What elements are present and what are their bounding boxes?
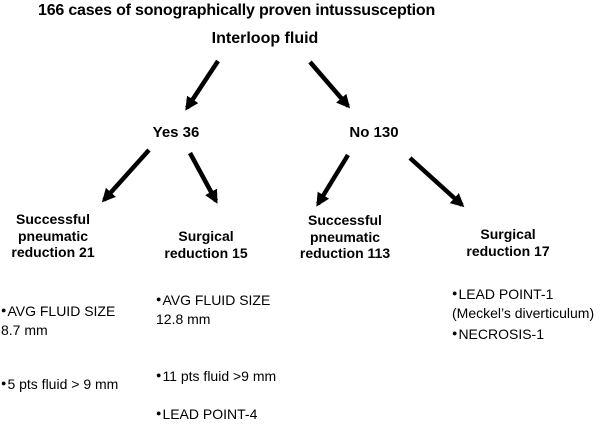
- leaf-label-line: Successful: [308, 212, 382, 228]
- leaf-label-line: reduction 15: [164, 244, 248, 261]
- note-line: ●5 pts fluid > 9 mm: [1, 374, 118, 394]
- note-line: ●AVG FLUID SIZE: [1, 301, 115, 321]
- node-successful-pneumatic-reduction-21: Successful pneumatic reduction 21: [11, 211, 94, 261]
- list-item: ●5 pts fluid > 9 mm: [1, 374, 118, 394]
- bullet-icon: ●: [1, 378, 7, 388]
- note-text: NECROSIS-1: [458, 326, 545, 342]
- list-item: ●AVG FLUID SIZE 12.8 mm: [156, 290, 270, 329]
- note-line: 12.8 mm: [156, 310, 270, 329]
- node-surgical-reduction-15: Surgical reduction 15: [164, 228, 247, 261]
- note-text: (Meckel’s diverticulum): [452, 305, 595, 321]
- note-text: AVG FLUID SIZE: [7, 303, 116, 319]
- note-line: ●NECROSIS-1: [452, 324, 544, 344]
- arrow-connector: [408, 156, 465, 208]
- arrow-connector: [316, 153, 350, 207]
- bullet-icon: ●: [452, 328, 458, 338]
- arrow-connector: [188, 151, 218, 204]
- note-text: 5 pts fluid > 9 mm: [7, 376, 119, 392]
- leaf-label-line: reduction 21: [11, 244, 95, 260]
- note-text: 8.7 mm: [1, 322, 48, 338]
- note-text: AVG FLUID SIZE: [162, 292, 271, 308]
- list-item: ●11 pts fluid >9 mm: [156, 366, 276, 386]
- page-title: 166 cases of sonographically proven intu…: [38, 2, 436, 19]
- bullet-icon: ●: [156, 408, 162, 418]
- list-item: ●LEAD POINT-1 (Meckel’s diverticulum): [452, 284, 594, 323]
- leaf-label-line: pneumatic: [309, 228, 381, 245]
- note-text: LEAD POINT-4: [162, 406, 258, 422]
- list-item: ●NECROSIS-1: [452, 324, 544, 344]
- note-line: ●AVG FLUID SIZE: [156, 290, 270, 310]
- leaf-label-line: reduction 113: [299, 245, 391, 261]
- arrow-connector: [101, 148, 151, 203]
- leaf-label-line: Successful: [16, 211, 90, 227]
- note-line: ●LEAD POINT-4: [156, 404, 257, 424]
- bullet-icon: ●: [156, 370, 162, 380]
- node-interloop-fluid: Interloop fluid: [211, 30, 319, 47]
- bullet-icon: ●: [1, 305, 7, 315]
- note-line: ●11 pts fluid >9 mm: [156, 366, 276, 386]
- note-text: 12.8 mm: [156, 311, 211, 327]
- leaf-label-line: reduction 17: [466, 242, 550, 259]
- leaf-label-line: pneumatic: [17, 227, 88, 244]
- note-line: 8.7 mm: [1, 321, 115, 340]
- leaf-label-line: Surgical: [480, 226, 536, 242]
- node-successful-pneumatic-reduction-113: Successful pneumatic reduction 113: [300, 212, 390, 262]
- node-no-130: No 130: [349, 124, 399, 141]
- bullet-icon: ●: [156, 294, 162, 304]
- arrow-connector: [308, 60, 351, 109]
- leaf-label-line: Surgical: [178, 228, 234, 244]
- node-yes-36: Yes 36: [152, 124, 200, 141]
- note-line: (Meckel’s diverticulum): [452, 304, 594, 323]
- note-line: ●LEAD POINT-1: [452, 284, 594, 304]
- note-text: 11 pts fluid >9 mm: [162, 368, 277, 384]
- list-item: ●LEAD POINT-4: [156, 404, 257, 424]
- list-item: ●AVG FLUID SIZE 8.7 mm: [1, 301, 115, 340]
- arrow-connector: [185, 59, 220, 111]
- bullet-icon: ●: [452, 288, 458, 298]
- note-text: LEAD POINT-1: [458, 286, 554, 302]
- node-surgical-reduction-17: Surgical reduction 17: [466, 226, 549, 259]
